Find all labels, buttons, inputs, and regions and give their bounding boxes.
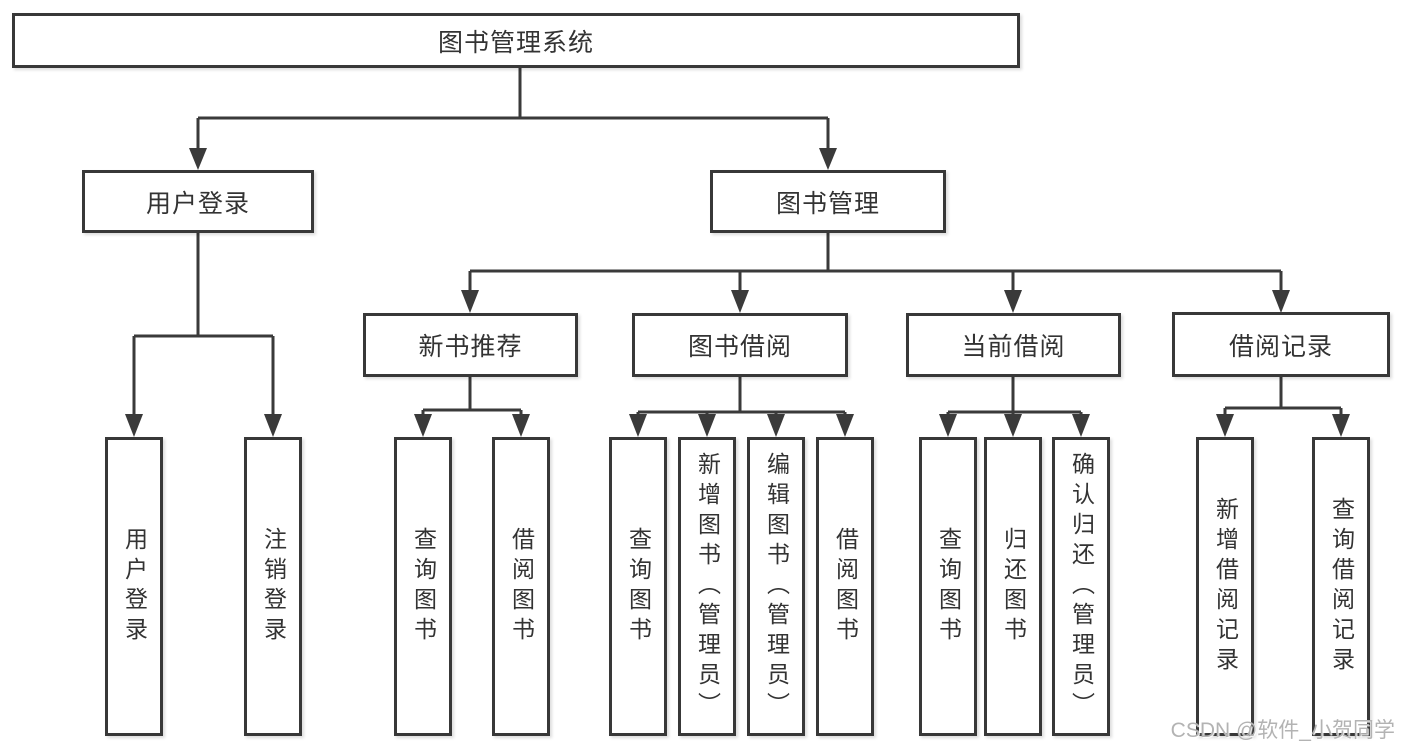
watermark-text: CSDN @软件_小贺同学: [1170, 719, 1395, 742]
connector-current-borrow-to-leaves: [939, 377, 1090, 437]
node-leaf-logout-label: 注销登录: [260, 526, 287, 647]
node-book-borrow: 图书借阅: [632, 313, 848, 377]
node-current-borrow-label: 当前借阅: [961, 333, 1066, 361]
connector-root-to-level2: [189, 68, 837, 170]
node-borrow-record: 借阅记录: [1172, 312, 1390, 377]
node-new-book-rec: 新书推荐: [363, 313, 578, 377]
connector-book-mgmt-to-level3: [461, 233, 1290, 313]
node-book-mgmt-label: 图书管理: [775, 189, 880, 218]
connector-user-login-to-leaves: [125, 233, 282, 437]
node-leaf-br-query-record-label: 查询借阅记录: [1328, 496, 1355, 677]
node-book-mgmt: 图书管理: [710, 170, 946, 233]
node-leaf-br-add-record: 新增借阅记录: [1196, 437, 1254, 736]
node-leaf-nbr-borrow-books-label: 借阅图书: [508, 526, 535, 647]
node-leaf-cb-return-books: 归还图书: [984, 437, 1042, 736]
connector-new-book-rec-to-leaves: [414, 377, 530, 437]
node-leaf-cb-return-books-label: 归还图书: [1000, 526, 1027, 647]
connector-book-borrow-to-leaves: [629, 377, 854, 437]
node-leaf-bb-add-books-admin-label: 新增图书（管理员）: [694, 451, 721, 722]
node-leaf-bb-add-books-admin: 新增图书（管理员）: [678, 437, 736, 736]
node-borrow-record-label: 借阅记录: [1228, 332, 1333, 361]
node-leaf-nbr-query-books-label: 查询图书: [410, 526, 437, 647]
node-leaf-nbr-query-books: 查询图书: [394, 437, 452, 736]
node-leaf-user-login: 用户登录: [105, 437, 163, 736]
node-leaf-bb-borrow-books-label: 借阅图书: [832, 526, 859, 647]
node-leaf-bb-borrow-books: 借阅图书: [816, 437, 874, 736]
node-leaf-cb-confirm-return-admin-label: 确认归还（管理员）: [1068, 451, 1095, 722]
node-leaf-user-login-label: 用户登录: [121, 526, 148, 647]
node-leaf-bb-query-books: 查询图书: [609, 437, 667, 736]
node-leaf-cb-query-books: 查询图书: [919, 437, 977, 736]
node-leaf-cb-confirm-return-admin: 确认归还（管理员）: [1052, 437, 1110, 736]
node-current-borrow: 当前借阅: [906, 313, 1121, 377]
node-root: 图书管理系统: [12, 13, 1020, 68]
node-leaf-br-query-record: 查询借阅记录: [1312, 437, 1370, 736]
node-leaf-br-add-record-label: 新增借阅记录: [1212, 496, 1239, 677]
node-user-login-label: 用户登录: [145, 189, 250, 218]
node-leaf-bb-edit-books-admin: 编辑图书（管理员）: [747, 437, 805, 736]
node-leaf-bb-query-books-label: 查询图书: [625, 526, 652, 647]
node-leaf-nbr-borrow-books: 借阅图书: [492, 437, 550, 736]
node-user-login: 用户登录: [82, 170, 314, 233]
node-root-label: 图书管理系统: [437, 28, 594, 57]
node-leaf-logout: 注销登录: [244, 437, 302, 736]
connector-borrow-record-to-leaves: [1216, 377, 1350, 437]
node-leaf-cb-query-books-label: 查询图书: [935, 526, 962, 647]
node-new-book-rec-label: 新书推荐: [418, 333, 523, 361]
node-book-borrow-label: 图书借阅: [687, 333, 792, 361]
node-leaf-bb-edit-books-admin-label: 编辑图书（管理员）: [763, 451, 790, 722]
